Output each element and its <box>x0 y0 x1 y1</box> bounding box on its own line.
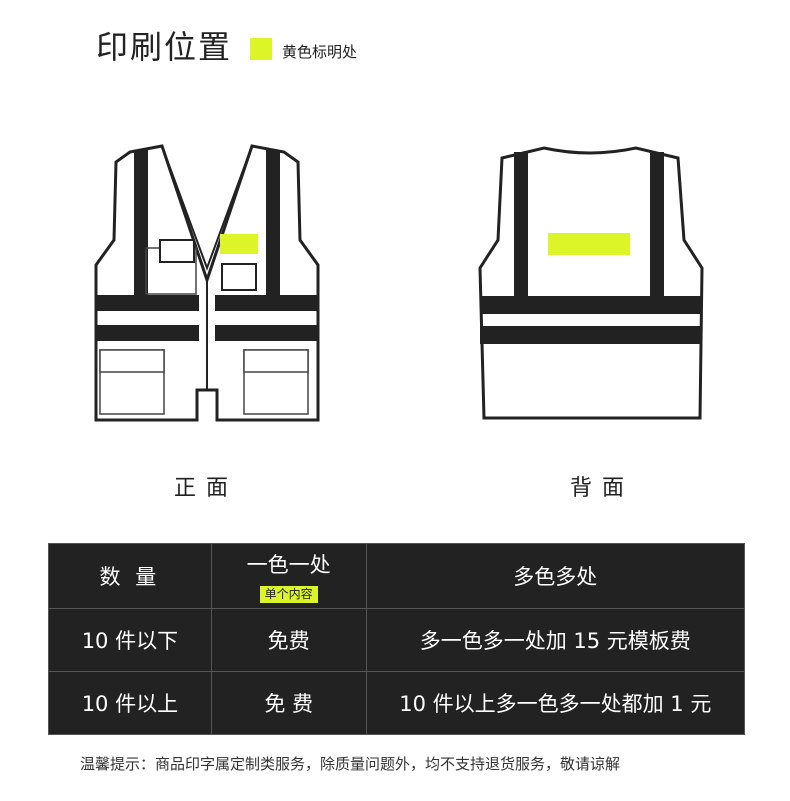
table-header-row: 数 量 一色一处 单个内容 多色多处 <box>48 543 746 609</box>
row2-qty: 10 件以上 <box>48 671 212 735</box>
header-qty: 数 量 <box>48 543 212 609</box>
back-vest-outline <box>478 146 704 420</box>
row2-multi: 10 件以上多一色多一处都加 1 元 <box>365 671 746 735</box>
table-row: 10 件以上 免 费 10 件以上多一色多一处都加 1 元 <box>48 671 746 735</box>
pricing-table: 数 量 一色一处 单个内容 多色多处 10 件以下 免费 多一色多一处加 15 … <box>48 543 746 735</box>
front-print-area <box>220 234 258 254</box>
front-vest-illustration <box>94 144 320 422</box>
page-title: 印刷位置 <box>96 28 233 66</box>
highlight-swatch <box>250 38 272 60</box>
header-one-color-badge: 单个内容 <box>259 586 318 603</box>
header-multi: 多色多处 <box>365 543 746 609</box>
header-one-color-label: 一色一处 <box>246 553 331 577</box>
table-row: 10 件以下 免费 多一色多一处加 15 元模板费 <box>48 608 746 672</box>
back-label: 背面 <box>570 476 635 501</box>
header-one-color: 一色一处 单个内容 <box>210 543 367 609</box>
legend-label: 黄色标明处 <box>282 43 358 61</box>
row1-multi: 多一色多一处加 15 元模板费 <box>365 608 746 672</box>
back-print-area <box>548 233 630 255</box>
row1-qty: 10 件以下 <box>48 608 212 672</box>
back-vest-illustration <box>478 146 704 420</box>
row1-one: 免费 <box>210 608 367 672</box>
footer-note: 温馨提示：商品印字属定制类服务，除质量问题外，均不支持退货服务，敬请谅解 <box>80 755 621 773</box>
row2-one: 免 费 <box>210 671 367 735</box>
front-label: 正面 <box>174 476 239 501</box>
